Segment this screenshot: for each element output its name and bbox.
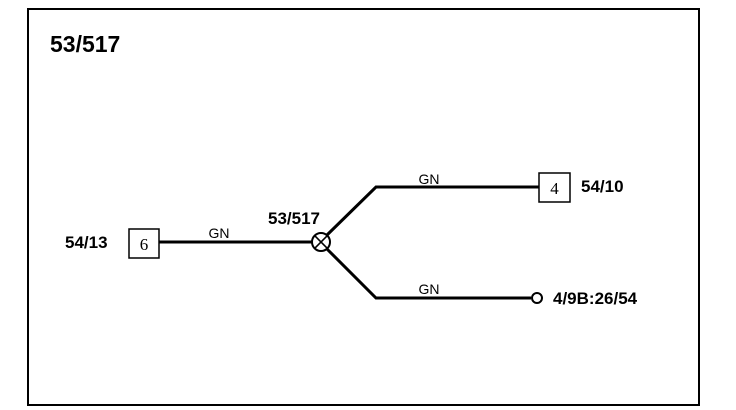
splice-node [311, 232, 331, 252]
connector-label-bottom-right: 4/9B:26/54 [553, 289, 638, 308]
wire-color-lower: GN [419, 281, 440, 297]
connector-label-top-right: 54/10 [581, 177, 624, 196]
wire-color-left: GN [209, 225, 230, 241]
wire-upper [325, 185, 539, 237]
splice-label: 53/517 [268, 209, 320, 228]
wire-color-upper: GN [419, 171, 440, 187]
connector-box-top-right [538, 172, 571, 203]
connector-pin-left: 6 [140, 235, 149, 254]
connector-pin-top-right: 4 [550, 179, 559, 198]
diagram-frame [27, 8, 700, 406]
connector-label-left: 54/13 [65, 233, 108, 252]
terminal-open-circle [531, 292, 543, 304]
wire-lower [325, 247, 531, 300]
diagram-title: 53/517 [50, 31, 120, 57]
connector-box-left [128, 228, 160, 259]
